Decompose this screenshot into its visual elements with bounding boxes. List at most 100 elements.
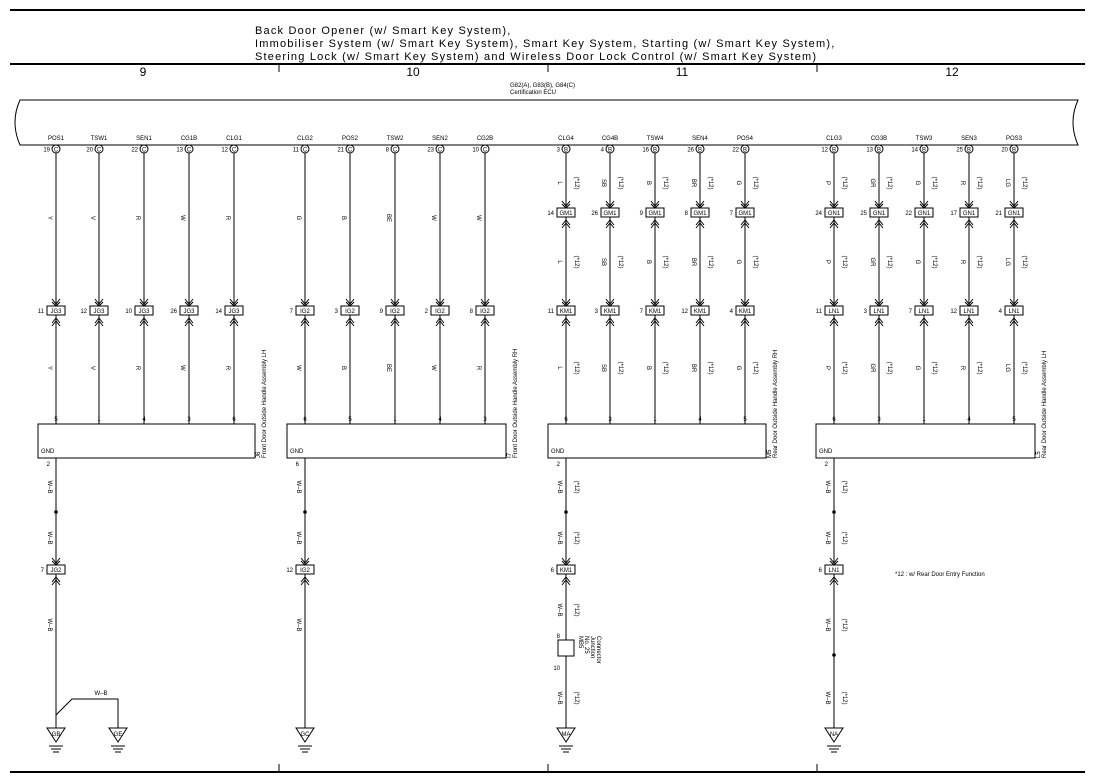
m5-gnd-color-2: W–B [556,531,562,544]
j6-pin-pos1-chev-b [51,317,61,327]
m5-pin-cg4b-color-a: SB [600,179,606,187]
l5-pin-clg3-jct-b-pin: 11 [816,309,823,315]
l5-pin-tsw3-number: 14 [911,148,918,154]
j6-pin-pos1-jct-b-label: JG3 [50,309,62,315]
l5-pin-clg3-jct-a-label: GN1 [828,211,841,217]
l5-gnd-pin: 2 [825,462,829,468]
l5-component-code: L5 [1036,451,1042,458]
l5-pin-sen3-chev-b [964,317,974,327]
j6-pin-cg1b-color-a: W [179,215,185,221]
m5-pin-pos4-chev-b [740,317,750,327]
i7-pin-pos2-name: POS2 [342,136,359,142]
i7-pin-tsw2-terminal-letter: C [393,148,398,154]
i7-pin-tsw2-jct-b-label: IG2 [390,309,400,315]
i7-pin-cg2b-terminal-letter: C [483,148,488,154]
i7-pin-clg2-jct-b-label: IG2 [300,309,310,315]
i7-component-code: I7 [507,452,513,458]
l5-gnd-color-2: W–B [824,531,830,544]
i7-pin-sen2-comp-pin: 4 [438,417,442,423]
m5-pin-cg4b-opt-c: (*12) [617,361,623,374]
m5-pin-cg4b-color-c: SB [600,364,606,372]
m5-pin-cg4b-number: 4 [601,148,605,154]
i7-pin-cg2b-jct-b-pin: 8 [470,309,474,315]
i7-pin-sen2-color-c: W [430,365,436,371]
l5-pin-tsw3-jct-a-arrow [919,200,929,209]
l5-pin-sen3-comp-pin: 4 [967,417,971,423]
l5-pin-sen3-number: 25 [956,148,963,154]
m5-pin-clg4-jct-b-arrow [561,298,571,307]
m5-pin-pos4-terminal-letter: B [743,148,747,154]
j6-pin-cg1b-jct-b-label: JG3 [183,309,195,315]
i7-pin-cg2b-jct-b-arrow [480,298,490,307]
l5-splice [832,510,836,514]
m5-pin-cg4b-jct-a-label: GM1 [603,211,617,217]
l5-gnd-opt-4: (*12) [841,691,847,704]
j6-pin-sen1-comp-pin: 4 [142,417,146,423]
i7-pin-cg2b-chev-b [480,317,490,327]
l5-pin-sen3-opt-b: (*12) [976,255,982,268]
option-note: *12 : w/ Rear Door Entry Function [895,572,985,578]
m5-pin-tsw4-color-b: B [645,260,651,264]
i7-pin-sen2-jct-b-arrow [435,298,445,307]
i7-pin-sen2-number: 23 [427,148,434,154]
l5-pin-cg3b-color-a: GR [869,179,875,189]
j6-pin-cg1b-number: 13 [176,148,183,154]
j6-gnd-label: GND [41,449,55,455]
i7-pin-clg2-number: 11 [293,148,300,154]
j6-splice [54,510,58,514]
j6-pin-clg1-number: 12 [221,148,228,154]
l5-pin-cg3b-comp-pin: 3 [877,417,881,423]
l5-pin-clg3-terminal-letter: B [832,148,836,154]
m5-gnd-color-4: W–B [556,691,562,704]
m5-pin-clg4-name: CLG4 [558,136,574,142]
i7-pin-tsw2-number: 8 [386,148,390,154]
j6-pin-clg1-color-a: R [224,216,230,221]
l5-pin-cg3b-jct-b-arrow [874,298,884,307]
j6-pin-cg1b-jct-b-pin: 26 [170,309,177,315]
l5-pin-cg3b-opt-c: (*12) [886,361,892,374]
m5-pin-tsw4-jct-b-arrow [650,298,660,307]
l5-pin-clg3-name: CLG3 [826,136,842,142]
l5-pin-sen3-opt-a: (*12) [976,176,982,189]
l5-pin-pos3-color-c: LG [1004,364,1010,372]
m5-pin-pos4-comp-pin: 5 [743,417,747,423]
i7-pin-clg2-color-a: G [295,216,301,221]
l5-pin-clg3-jct-a-pin: 24 [815,211,822,217]
m5-gnd-jct-label: KM1 [560,568,573,574]
l5-pin-pos3-jct-b-arrow [1009,298,1019,307]
i7-pin-clg2-jct-b-arrow [300,298,310,307]
i7-ground-gc-symbol [295,727,315,743]
i7-pin-pos2-jct-b-pin: 3 [335,309,339,315]
l5-pin-sen3-color-a: R [959,181,965,186]
l5-pin-tsw3-jct-a-label: GN1 [918,211,931,217]
i7-component-name: Front Door Outside Handle Assembly RH [513,349,519,458]
l5-pin-clg3-jct-a-arrow [829,200,839,209]
l5-pin-clg3-opt-b: (*12) [841,255,847,268]
m5-gnd-jct-pin: 6 [551,568,555,574]
m5-pin-tsw4-opt-b: (*12) [662,255,668,268]
m5-pin-tsw4-color-a: B [645,181,651,185]
column-number-9: 9 [140,65,147,79]
l5-pin-tsw3-opt-a: (*12) [931,176,937,189]
l5-pin-pos3-opt-a: (*12) [1021,176,1027,189]
m5-junction-l3: Connector [595,636,601,664]
l5-pin-sen3-color-c: R [959,366,965,371]
m5-pin-pos4-color-c: G [735,366,741,371]
j6-pin-tsw1-jct-b-pin: 12 [80,309,87,315]
j6-pin-clg1-chev-b [229,317,239,327]
l5-pin-cg3b-terminal-letter: B [877,148,881,154]
l5-gnd-opt-3: (*12) [841,618,847,631]
m5-gnd-label: GND [551,449,565,455]
l5-pin-cg3b-opt-b: (*12) [886,255,892,268]
ecu-connector-label: G82(A), G83(B), G84(C) [510,83,575,89]
m5-pin-clg4-opt-c: (*12) [573,361,579,374]
l5-pin-pos3-chev-b [1009,317,1019,327]
i7-pin-tsw2-comp-pin: 1 [393,417,397,423]
l5-pin-pos3-chev-a [1009,219,1019,229]
m5-pin-cg4b-jct-a-arrow [605,200,615,209]
l5-ground-na-label: NA [830,732,838,738]
m5-pin-pos4-chev-a [740,219,750,229]
circuit-groups: POS1C19YJG311Y5BTSW1C20VJG312V1TRG+SEN1C… [37,136,1048,753]
l5-gnd-jct-pin: 6 [819,568,823,574]
l5-pin-pos3-jct-a-pin: 21 [995,211,1002,217]
